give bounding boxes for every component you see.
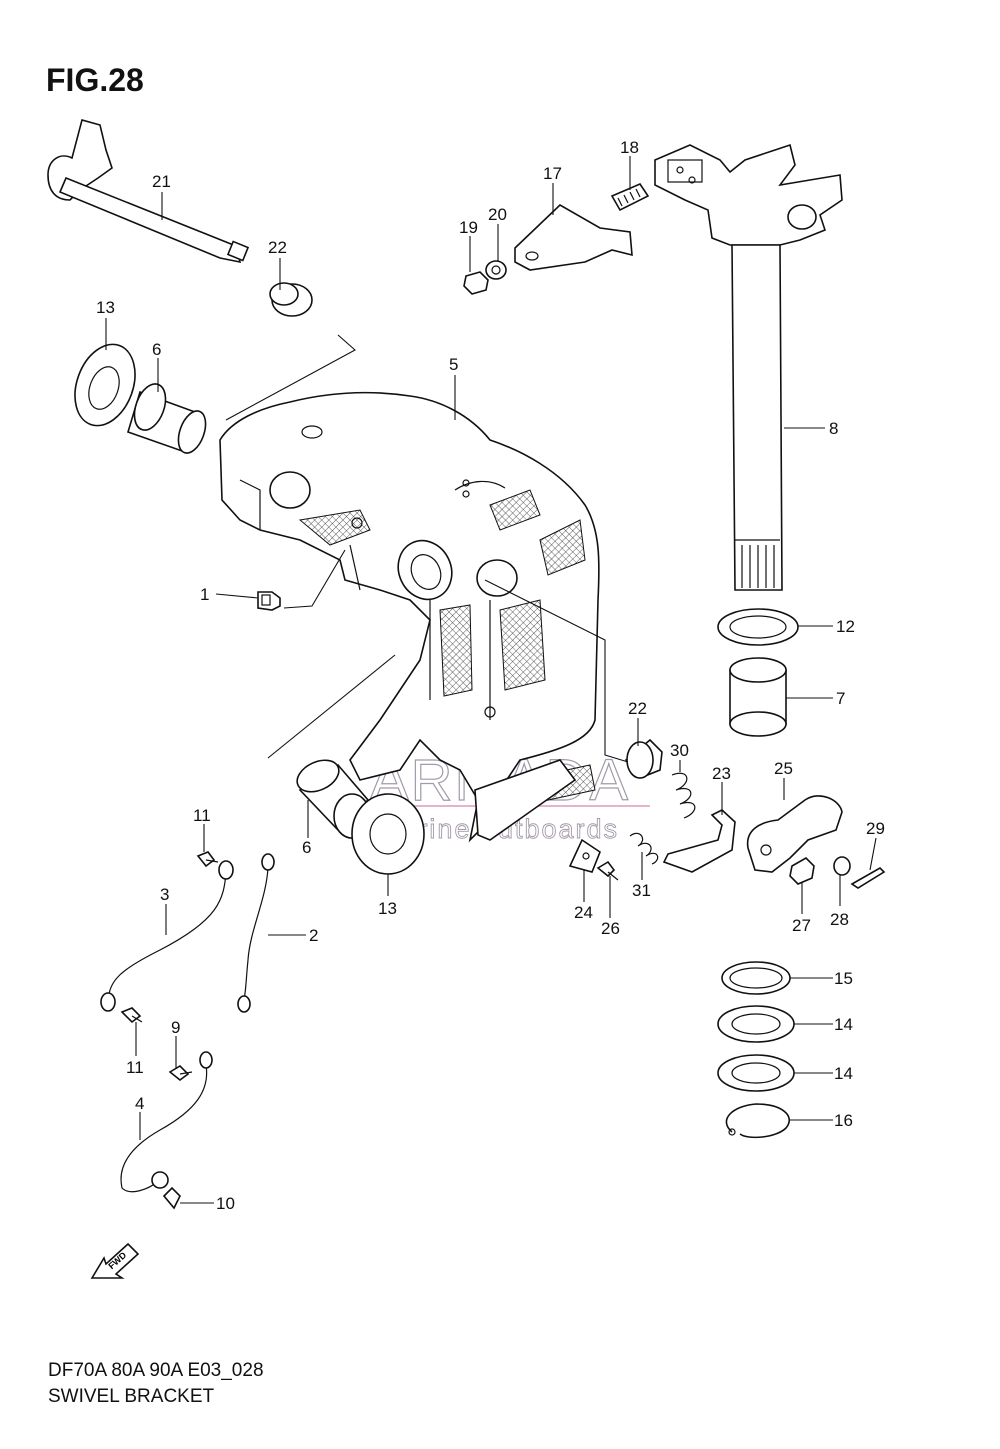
callout-14-b: 14: [834, 1064, 853, 1083]
part-8-steering-shaft: [654, 143, 843, 591]
part-11-bolt-bottom: [120, 1007, 143, 1024]
callout-21: 21: [152, 172, 171, 191]
callout-30: 30: [670, 741, 689, 760]
part-2-ground-cable: [237, 853, 275, 1013]
part-13-washer-lower: [351, 793, 425, 875]
part-26-screw: [596, 860, 619, 881]
part-22-bushing-top: [269, 282, 313, 317]
part-11-bolt-top: [196, 851, 219, 868]
callout-6-lower: 6: [302, 838, 311, 857]
part-5-swivel-bracket: [219, 391, 600, 843]
part-25-tilt-lock: [746, 795, 843, 873]
part-23-rod-hook: [662, 809, 736, 873]
part-28-washer: [833, 856, 851, 876]
part-18-bolt: [610, 183, 650, 212]
callout-16: 16: [834, 1111, 853, 1130]
leader-lines: [105, 156, 877, 1204]
callout-7: 7: [836, 689, 845, 708]
callout-19: 19: [459, 218, 478, 237]
callout-22-top: 22: [268, 238, 287, 257]
callout-26: 26: [601, 919, 620, 938]
part-20-washer: [485, 260, 507, 280]
part-31-spring: [629, 832, 659, 865]
callout-13-top: 13: [96, 298, 115, 317]
callout-31: 31: [632, 881, 651, 900]
part-17-bracket-plate: [514, 204, 633, 271]
part-9-bolt: [168, 1064, 193, 1082]
part-21-tilt-rod: [47, 119, 250, 264]
part-15-washer: [721, 961, 791, 995]
diagram-code: DF70A 80A 90A E03_028: [48, 1360, 264, 1381]
part-13-washer-top: [74, 343, 136, 427]
part-6-bushing-top: [127, 383, 207, 454]
callout-9: 9: [171, 1018, 180, 1037]
part-14-washer-a: [717, 1005, 795, 1043]
part-10-bolt: [162, 1186, 181, 1210]
callout-10: 10: [216, 1194, 235, 1213]
callout-12: 12: [836, 617, 855, 636]
part-29-cotter-pin: [850, 867, 886, 889]
callout-labels: 21 22 13 6 5 1 17 18 19 20 8 12 7 22 30 …: [96, 138, 885, 1213]
callout-11-top: 11: [193, 806, 211, 825]
callout-2: 2: [309, 926, 318, 945]
callout-28: 28: [830, 910, 849, 929]
callout-20: 20: [488, 205, 507, 224]
callout-23: 23: [712, 764, 731, 783]
part-7-bushing: [729, 657, 787, 737]
fwd-arrow-icon: FWD: [90, 1242, 140, 1279]
callout-4: 4: [135, 1094, 144, 1113]
part-30-spring: [671, 772, 696, 819]
part-3-ground-cable: [100, 860, 234, 1012]
diagram-name: SWIVEL BRACKET: [48, 1386, 215, 1407]
part-1-grease-nipple: [257, 591, 281, 611]
callout-22-lower: 22: [628, 699, 647, 718]
part-4-ground-cable: [120, 1051, 213, 1193]
part-22-bushing-lower: [624, 738, 663, 779]
callout-3: 3: [160, 885, 169, 904]
callout-11-bottom: 11: [126, 1058, 144, 1077]
callout-24: 24: [574, 903, 593, 922]
part-14-washer-b: [717, 1054, 795, 1092]
callout-5: 5: [449, 355, 458, 374]
callout-15: 15: [834, 969, 853, 988]
part-19-nut: [463, 271, 489, 295]
callout-1: 1: [200, 585, 209, 604]
callout-17: 17: [543, 164, 562, 183]
callout-25: 25: [774, 759, 793, 778]
callout-18: 18: [620, 138, 639, 157]
callout-6-top: 6: [152, 340, 161, 359]
callout-27: 27: [792, 916, 811, 935]
part-12-washer: [717, 608, 799, 646]
figure-title: FIG.28: [46, 62, 144, 98]
part-27-nut: [789, 857, 815, 885]
callout-8: 8: [829, 419, 838, 438]
callout-14-a: 14: [834, 1015, 853, 1034]
part-16-circlip: [725, 1103, 790, 1139]
callout-29: 29: [866, 819, 885, 838]
part-24-clip: [568, 838, 601, 873]
callout-13-lower: 13: [378, 899, 397, 918]
